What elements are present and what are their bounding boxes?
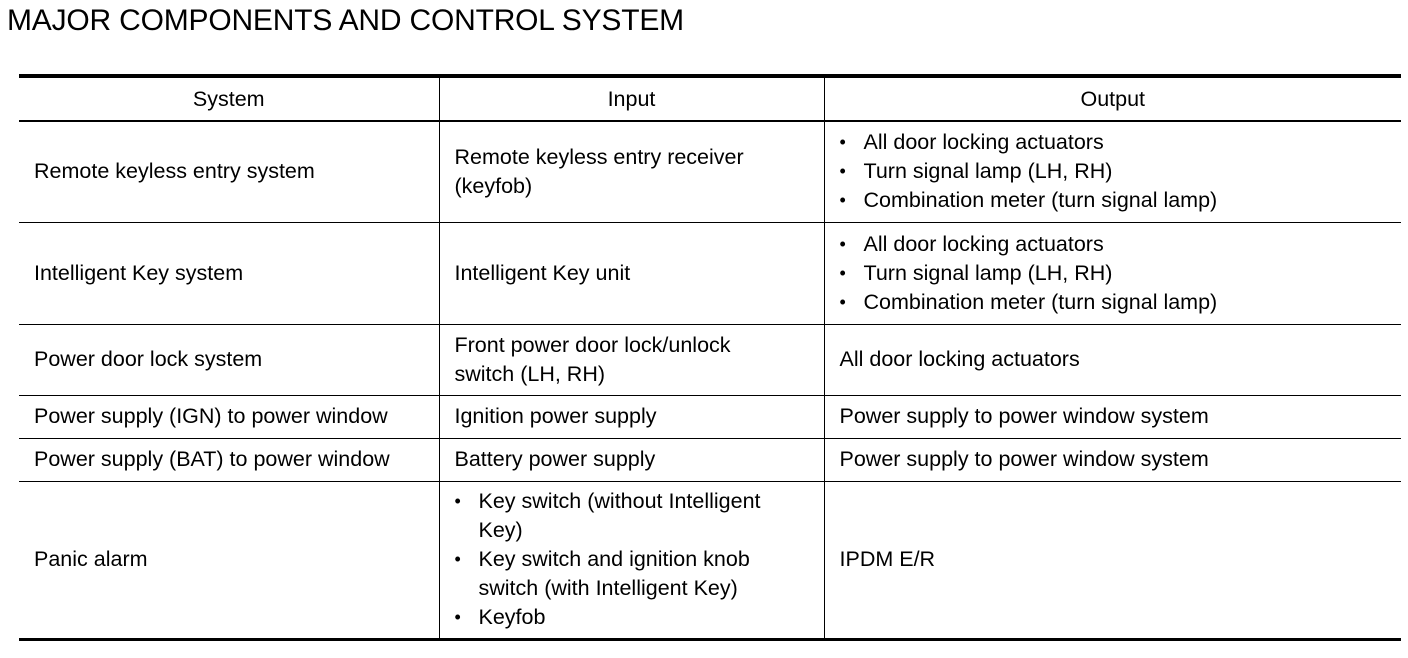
output-text: All door locking actuators (839, 347, 1080, 371)
input-item: Keyfob (455, 603, 814, 632)
input-item: Key switch (without Intelligent Key) (455, 487, 814, 545)
input-line: Front power door lock/unlock (454, 332, 731, 357)
input-cell: Key switch (without Intelligent Key) Key… (438, 481, 824, 641)
system-label: Power supply (BAT) to power window (34, 447, 390, 471)
system-cell: Power supply (IGN) to power window (19, 395, 439, 439)
system-cell: Power door lock system (19, 324, 439, 396)
system-cell: Panic alarm (19, 481, 439, 641)
components-table: System Input Output Remote keyless entry… (19, 74, 1401, 641)
output-cell: All door locking actuators (823, 324, 1401, 396)
output-cell: IPDM E/R (823, 481, 1401, 641)
system-label: Remote keyless entry system (34, 159, 315, 184)
output-item: Combination meter (turn signal lamp) (840, 288, 1392, 317)
system-label: Power supply (IGN) to power window (34, 404, 388, 428)
input-line: Key switch (without Intelligent (478, 489, 761, 513)
input-line: switch (with Intelligent Key) (478, 576, 738, 600)
input-list: Key switch (without Intelligent Key) Key… (455, 487, 814, 632)
input-line: Key) (478, 518, 523, 542)
input-line: Key switch and ignition knob (478, 547, 750, 571)
column-header-output: Output (823, 74, 1401, 122)
input-item: Key switch and ignition knob switch (wit… (455, 545, 814, 603)
system-label: Power door lock system (34, 347, 263, 371)
table-row: Power supply (BAT) to power window Batte… (19, 438, 1401, 482)
input-line: Keyfob (478, 605, 546, 629)
output-list: All door locking actuators Turn signal l… (840, 230, 1392, 317)
input-line: Intelligent Key unit (454, 260, 631, 285)
system-cell: Remote keyless entry system (19, 121, 439, 223)
table-row: Power door lock system Front power door … (19, 324, 1401, 396)
column-header-system: System (19, 74, 439, 122)
input-cell: Front power door lock/unlock switch (LH,… (438, 324, 824, 396)
table-row: Panic alarm Key switch (without Intellig… (19, 481, 1401, 641)
column-header-input: Input (438, 74, 824, 122)
output-item: Turn signal lamp (LH, RH) (840, 157, 1392, 186)
input-cell: Intelligent Key unit (438, 222, 824, 325)
output-list: All door locking actuators Turn signal l… (840, 128, 1392, 215)
output-text: IPDM E/R (839, 547, 936, 571)
table-row: Power supply (IGN) to power window Ignit… (19, 395, 1401, 439)
input-cell: Battery power supply (438, 438, 824, 482)
output-item: Combination meter (turn signal lamp) (840, 186, 1392, 215)
system-label: Panic alarm (34, 547, 148, 571)
system-cell: Power supply (BAT) to power window (19, 438, 439, 482)
input-line: Ignition power supply (454, 404, 657, 428)
table-row: Remote keyless entry system Remote keyle… (19, 121, 1401, 223)
system-label: Intelligent Key system (34, 260, 244, 285)
output-cell: Power supply to power window system (823, 395, 1401, 439)
system-cell: Intelligent Key system (19, 222, 439, 325)
input-line: switch (LH, RH) (454, 361, 606, 386)
output-item: All door locking actuators (840, 128, 1392, 157)
input-cell: Ignition power supply (438, 395, 824, 439)
output-cell: Power supply to power window system (823, 438, 1401, 482)
input-line: Remote keyless entry receiver (454, 144, 744, 169)
output-cell: All door locking actuators Turn signal l… (823, 222, 1401, 325)
output-text: Power supply to power window system (839, 447, 1209, 471)
input-line: Battery power supply (454, 447, 656, 471)
output-item: Turn signal lamp (LH, RH) (840, 259, 1392, 288)
input-cell: Remote keyless entry receiver (keyfob) (438, 121, 824, 223)
table-row: Intelligent Key system Intelligent Key u… (19, 222, 1401, 325)
output-item: All door locking actuators (840, 230, 1392, 259)
output-text: Power supply to power window system (839, 404, 1209, 428)
page-title: MAJOR COMPONENTS AND CONTROL SYSTEM (7, 4, 684, 37)
output-cell: All door locking actuators Turn signal l… (823, 121, 1401, 223)
input-line: (keyfob) (454, 173, 533, 198)
table-header-row: System Input Output (19, 74, 1401, 122)
